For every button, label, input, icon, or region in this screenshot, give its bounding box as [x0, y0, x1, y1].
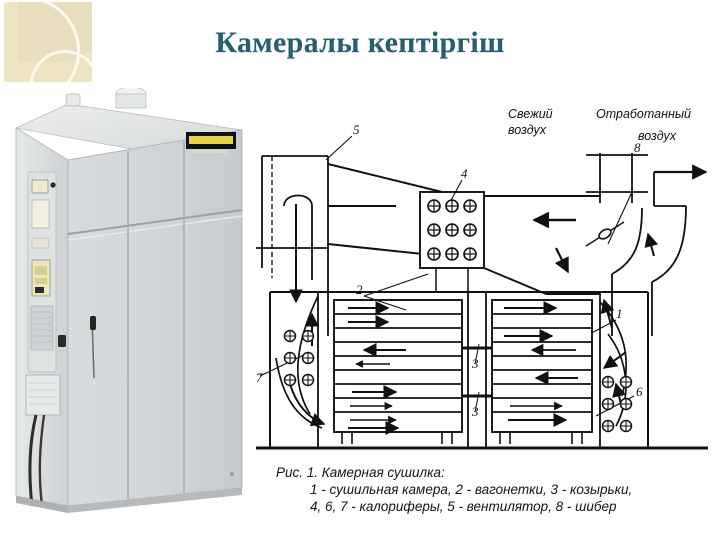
heater-6-coils: [601, 375, 633, 433]
label-7-leader: [259, 353, 307, 377]
label-8: 8: [634, 140, 641, 155]
trolley-left-airflow-arrows: [348, 301, 406, 435]
logo-arc-outer: [4, 2, 80, 82]
exhaust-flow-arrow: [644, 232, 659, 257]
keypad-row-1[interactable]: [35, 266, 47, 275]
label-3b-leader: [474, 391, 480, 413]
door-top-highlight: [67, 215, 243, 241]
control-label-area: [31, 199, 50, 229]
trolley-right-airflow-arrows: [504, 301, 578, 427]
keypad-row-3[interactable]: [35, 287, 44, 293]
left-downflow-arrow: [289, 383, 326, 427]
trolley-left-shelves: [334, 313, 462, 413]
heater-7-coils: [283, 329, 315, 387]
label-2-leader-b: [363, 273, 429, 297]
trolley-right: [491, 299, 593, 433]
label-2: 2: [356, 282, 363, 297]
chamber-dryer-schematic: Свежий воздух Отработанный воздух 5 4 8 …: [256, 96, 718, 464]
vent-grille: [30, 305, 54, 351]
left-baffle-curve-inner: [275, 357, 323, 429]
front-panel-screw: [230, 472, 234, 476]
caption-line-3: 4, 6, 7 - калориферы, 5 - вентилятор, 8 …: [310, 499, 617, 514]
power-indicator: [50, 182, 56, 188]
right-upflow-arrow: [600, 298, 615, 329]
dryer-base-side: [16, 496, 68, 513]
decorative-corner-logo: [4, 2, 92, 82]
exhaust-duct-inner-wall: [611, 207, 643, 275]
electrical-box-lines: [29, 382, 57, 405]
label-1: 1: [616, 306, 623, 321]
power-cable-1: [28, 414, 38, 507]
roof-vent-small: [65, 93, 81, 107]
brand-plate-subtext: [192, 150, 228, 153]
page-title: Камералы кептіргіш: [215, 26, 505, 59]
label-3a: 3: [471, 356, 479, 371]
exhaust-duct-outer-wall: [651, 205, 687, 283]
fresh-air-label-line1: Свежий: [508, 107, 553, 121]
label-8-leader: [607, 191, 633, 245]
label-3a-leader: [474, 343, 480, 365]
door-latch[interactable]: [58, 335, 66, 347]
duct-top-edge: [327, 163, 443, 193]
dryer-base: [68, 488, 242, 513]
exhaust-air-label-line2: воздух: [638, 129, 677, 143]
damper-valve: [598, 228, 612, 240]
label-6: 6: [636, 384, 643, 399]
keypad-row-2[interactable]: [35, 278, 47, 284]
supply-down-arrow: [554, 247, 569, 274]
label-2-leader-a: [363, 295, 407, 311]
right-inflow-arrow: [602, 351, 627, 369]
control-strip: [31, 237, 50, 249]
brand-plate-text: [189, 136, 233, 144]
figure-caption: Рис. 1. Камерная сушилка: 1 - сушильная …: [258, 464, 716, 515]
caption-line-2: 1 - сушильная камера, 2 - вагонетки, 3 -…: [310, 482, 633, 497]
roof-vent-large-body: [115, 93, 147, 109]
vent-grille-slots: [33, 311, 51, 343]
door-handle[interactable]: [90, 316, 96, 330]
exhaust-air-label-line1: Отработанный: [596, 107, 691, 121]
door-top-seam: [67, 209, 243, 235]
caption-line-1: Рис. 1. Камерная сушилка:: [276, 465, 445, 480]
left-baffle-curve-outer: [296, 295, 319, 415]
label-5: 5: [353, 122, 360, 137]
label-7: 7: [256, 370, 263, 385]
heater4-duct-bottom-slope: [483, 267, 547, 295]
heater-4-coils: [427, 199, 477, 261]
label-4: 4: [461, 166, 468, 181]
fan-inlet-curve: [283, 194, 313, 280]
power-cable-2: [38, 414, 46, 507]
label-3b: 3: [471, 404, 479, 419]
fresh-air-label-line2: воздух: [508, 123, 547, 137]
dryer-photo: [6, 88, 250, 520]
electrical-box: [25, 374, 61, 416]
control-display[interactable]: [31, 179, 49, 194]
label-5-leader: [325, 135, 353, 161]
